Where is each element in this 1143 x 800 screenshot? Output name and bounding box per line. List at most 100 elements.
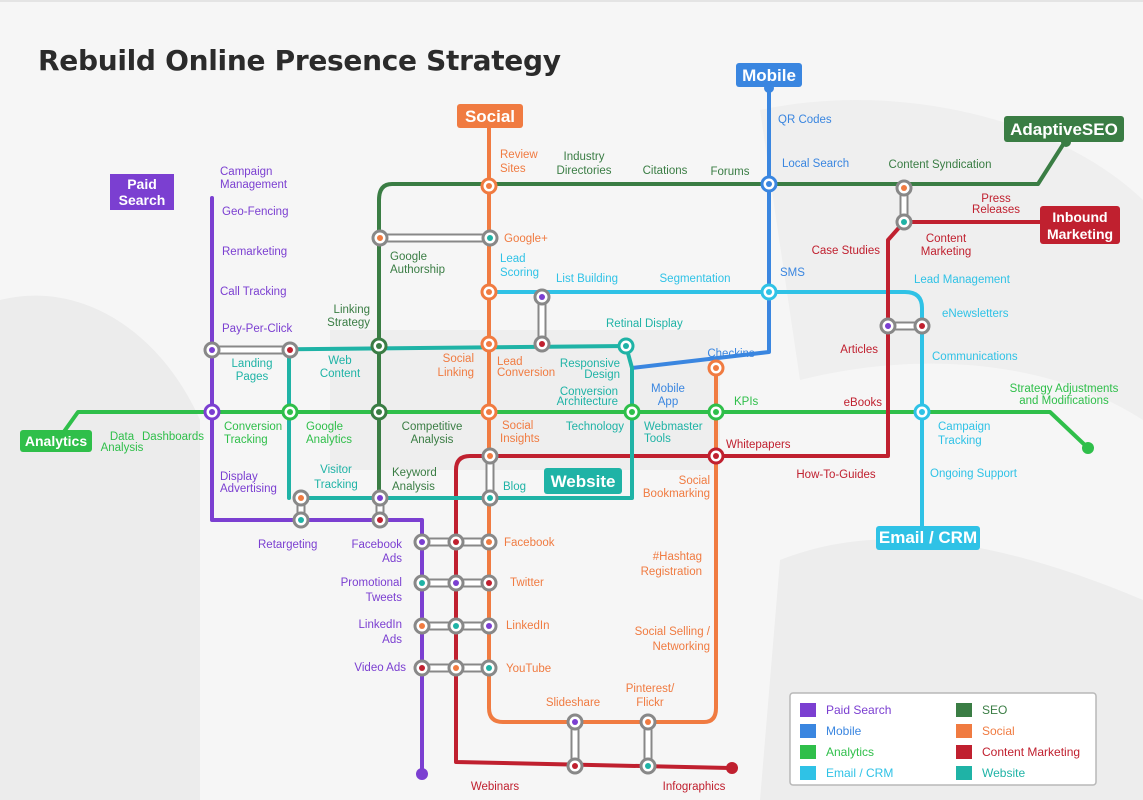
label-lead-management: Lead Management (914, 274, 1011, 286)
station-dot (572, 763, 578, 769)
label-enewsletters: eNewsletters (942, 308, 1009, 320)
label-retargeting: Retargeting (258, 539, 317, 551)
label-strategy-adjustments-2: and Modifications (1019, 395, 1109, 407)
label-linkedin: LinkedIn (506, 620, 549, 632)
label-conversion-tracking-2: Tracking (224, 434, 268, 446)
label-linking-strategy-2: Strategy (327, 317, 370, 329)
station-dot (766, 181, 772, 187)
label-facebook-ads-2: Ads (382, 553, 402, 565)
label-pay-per-click: Pay-Per-Click (222, 323, 293, 335)
label-promotional-tweets-2: Tweets (366, 592, 403, 604)
label-google-authorship: Google (390, 251, 427, 263)
route-seo (377, 138, 1068, 522)
label-sms: SMS (780, 267, 805, 279)
label-facebook: Facebook (504, 537, 555, 549)
station-dot (419, 665, 425, 671)
label-industry-directories-2: Directories (557, 165, 612, 177)
label-lead-scoring-2: Scoring (500, 267, 539, 279)
label-mobile-app-2: App (658, 396, 678, 408)
terminal-email-crm: Email / CRM (876, 526, 980, 550)
station-dot (298, 517, 304, 523)
label-conversion-architecture-2: Architecture (557, 396, 618, 408)
svg-text:Email / CRM: Email / CRM (879, 528, 977, 547)
legend-swatch (956, 724, 972, 738)
legend-label: Website (982, 766, 1025, 780)
station-dot (713, 365, 719, 371)
label-dashboards: Dashboards (142, 431, 204, 443)
label-keyword-analysis-2: Analysis (392, 481, 435, 493)
label-review-sites-2: Sites (500, 163, 526, 175)
svg-text:Inbound: Inbound (1052, 209, 1107, 225)
station-dot (287, 409, 293, 415)
terminal-social: Social (457, 104, 523, 128)
terminal-analytics: Analytics (20, 430, 92, 452)
label-landing-pages-2: Pages (236, 371, 269, 383)
label-list-building: List Building (556, 273, 618, 285)
label-campaign-management: Campaign (220, 166, 272, 178)
terminal-mobile: Mobile (736, 63, 802, 87)
station-dot (539, 294, 545, 300)
label-technology: Technology (566, 421, 624, 433)
paid-search-end-dot (416, 768, 428, 780)
label-pinterest-flickr: Pinterest/ (626, 683, 675, 695)
label-social-bookmarking: Social (679, 475, 710, 487)
station-dot (645, 763, 651, 769)
label-social-bookmarking-2: Bookmarking (643, 488, 710, 500)
label-campaign-tracking: Campaign (938, 421, 990, 433)
label-web-content: Web (328, 355, 351, 367)
legend-label: Content Marketing (982, 745, 1080, 759)
legend-swatch (956, 703, 972, 717)
station-dot (376, 409, 382, 415)
station-dot (885, 323, 891, 329)
station-dot (298, 495, 304, 501)
svg-text:Mobile: Mobile (742, 66, 796, 85)
label-slideshare: Slideshare (546, 697, 600, 709)
svg-text:Paid: Paid (127, 176, 157, 192)
label-case-studies: Case Studies (812, 245, 881, 257)
analytics-end-dot (1082, 442, 1094, 454)
station-dot (539, 341, 545, 347)
station-dot (486, 409, 492, 415)
station-dot (419, 539, 425, 545)
label-youtube: YouTube (506, 663, 551, 675)
label-responsive-design-2: Design (584, 369, 620, 381)
station-dot (766, 289, 772, 295)
page-title: Rebuild Online Presence Strategy (38, 44, 561, 77)
label-linking-strategy: Linking (334, 304, 370, 316)
top-divider (0, 0, 1143, 2)
label-call-tracking: Call Tracking (220, 286, 286, 298)
legend-label: SEO (982, 703, 1007, 717)
label-kpis: KPIs (734, 396, 759, 408)
label-ebooks: eBooks (844, 397, 883, 409)
route-email-crm (486, 290, 924, 530)
label-responsive-design: Responsive (560, 358, 620, 370)
route-paid-search (210, 196, 424, 774)
legend-label: Social (982, 724, 1015, 738)
station-dot (486, 289, 492, 295)
route-analytics (56, 410, 1090, 450)
label-content-marketing-2: Marketing (921, 246, 972, 258)
label-retinal-display: Retinal Display (606, 318, 683, 330)
route-content-marketing (454, 220, 1044, 770)
label-review-sites: Review (500, 149, 538, 161)
label-hashtag-registration-2: Registration (641, 566, 702, 578)
station-dot (486, 341, 492, 347)
label-social-selling-2: Networking (652, 641, 710, 653)
station-dot (919, 409, 925, 415)
label-blog: Blog (503, 481, 526, 493)
station-dot (901, 219, 907, 225)
mobile-end-dot (764, 83, 774, 93)
label-competitive-analysis: Competitive (402, 421, 463, 433)
label-social-linking: Social (443, 353, 474, 365)
station-dot (377, 495, 383, 501)
label-competitive-analysis-2: Analysis (411, 434, 454, 446)
label-content-marketing: Content (926, 233, 967, 245)
label-articles: Articles (840, 344, 878, 356)
label-campaign-tracking-2: Tracking (938, 435, 982, 447)
label-press-releases-2: Releases (972, 204, 1020, 216)
label-video-ads: Video Ads (354, 662, 406, 674)
route-mobile (630, 84, 771, 370)
svg-text:Website: Website (551, 472, 616, 491)
label-webmaster-tools-2: Tools (644, 433, 671, 445)
